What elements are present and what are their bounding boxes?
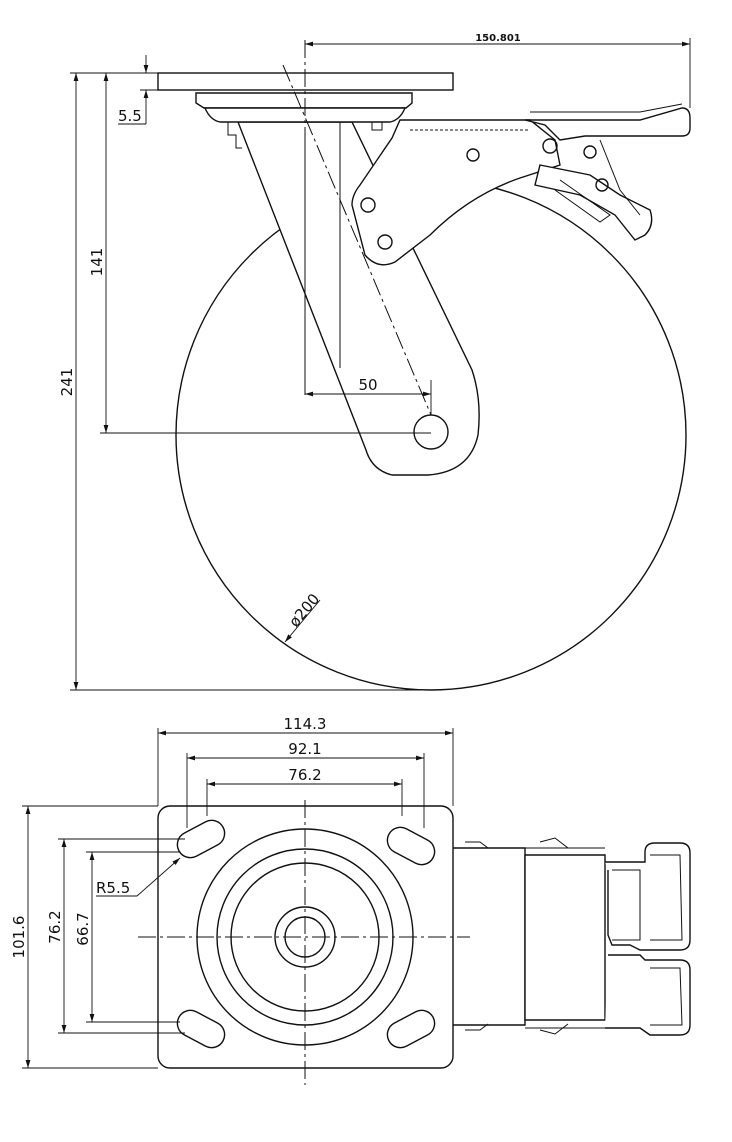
dim-wheel-diameter [284, 599, 321, 643]
mount-slot [386, 1009, 436, 1049]
brake-link [534, 164, 653, 241]
offset-label: 50 [358, 376, 377, 394]
brake-length-label: 150.801 [475, 33, 521, 44]
brake-clip-bottom-2 [539, 1023, 569, 1035]
hole-inner-label: 76.2 [288, 766, 321, 784]
brake-body [524, 854, 606, 1021]
brake-clip-top-1 [465, 841, 489, 849]
brake-pedal-lower-inner [650, 967, 683, 1026]
brake-pad [554, 179, 611, 223]
brake-pedal-upper-inner-2 [650, 854, 683, 941]
brake-hook [599, 139, 641, 216]
brake-pivot-4 [595, 178, 609, 192]
overall-height-label: 241 [58, 368, 76, 397]
fork-tab-right [371, 122, 383, 131]
brake-clip-bottom-1 [465, 1023, 489, 1031]
mount-slot [176, 819, 226, 859]
depth-inner-label: 66.7 [74, 912, 92, 945]
brake-pedal-lower [605, 954, 691, 1036]
brake-bolt-1 [360, 197, 376, 213]
mount-slot [386, 826, 436, 866]
slot-radius-label: R5.5 [96, 879, 130, 897]
brake-pivot-1 [466, 148, 480, 162]
top-view: 114.3 92.1 76.2 101.6 76.2 66.7 R5.5 [10, 715, 691, 1085]
radius-leader [136, 857, 181, 897]
depth-outer-label: 76.2 [46, 910, 64, 943]
swivel-centre-line [282, 64, 432, 416]
brake-pedal-top [530, 103, 683, 113]
hole-outer-label: 92.1 [288, 740, 321, 758]
mount-slot [176, 1009, 226, 1049]
brake-bolt-2 [377, 234, 393, 250]
brake-pedal [524, 107, 691, 141]
side-view: 241 141 5.5 50 150.801 ø200 [58, 33, 691, 691]
brake-pedal-upper-inner [612, 869, 641, 941]
brake-pivot-3 [583, 145, 597, 159]
plate-width-label: 114.3 [284, 715, 327, 733]
plate-thickness-label: 5.5 [118, 107, 142, 125]
wheel-diameter-label: ø200 [285, 590, 323, 631]
axle-height-label: 141 [88, 248, 106, 277]
brake-pivot-2 [542, 138, 558, 154]
swivel-race [195, 92, 413, 109]
brake-bracket [351, 119, 561, 266]
brake-clip-top-2 [539, 837, 569, 849]
brake-pedal-upper [605, 842, 691, 951]
plate-depth-label: 101.6 [10, 916, 28, 959]
fork-tab-left [227, 122, 242, 149]
axle [413, 414, 449, 450]
